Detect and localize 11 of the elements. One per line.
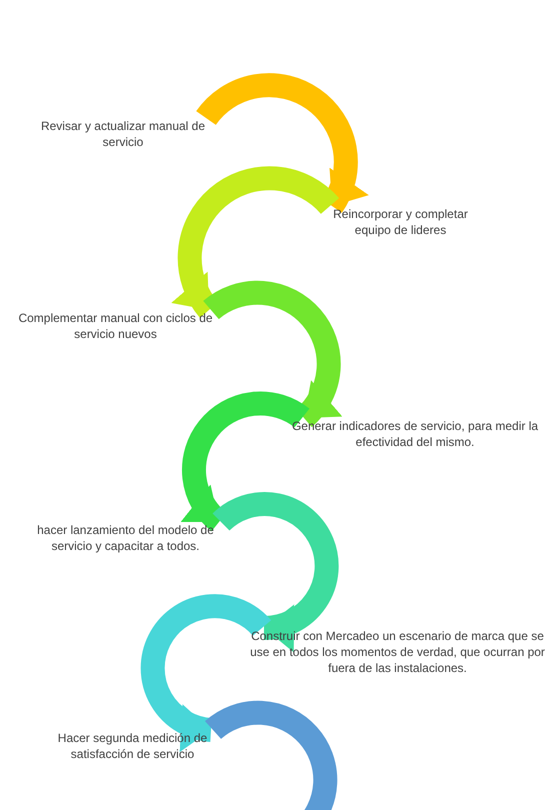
step-text: Reincorporar y completar equipo de lideres (318, 206, 483, 238)
step-text: hacer lanzamiento del modelo de servicio y capacitar a todos. (18, 522, 233, 554)
curved-arrow (140, 594, 271, 750)
step-text: Complementar manual con ciclos de servicio nuevos (8, 310, 223, 342)
curved-arrow (172, 166, 339, 318)
step-text: Revisar y actualizar manual de servicio (28, 118, 218, 150)
curved-band (206, 700, 338, 810)
curved-arrow (180, 392, 309, 531)
curved-arrow (213, 492, 339, 650)
step-text: Generar indicadores de servicio, para medir la efectividad del mismo. (290, 418, 540, 450)
curved-arrow (204, 280, 342, 427)
